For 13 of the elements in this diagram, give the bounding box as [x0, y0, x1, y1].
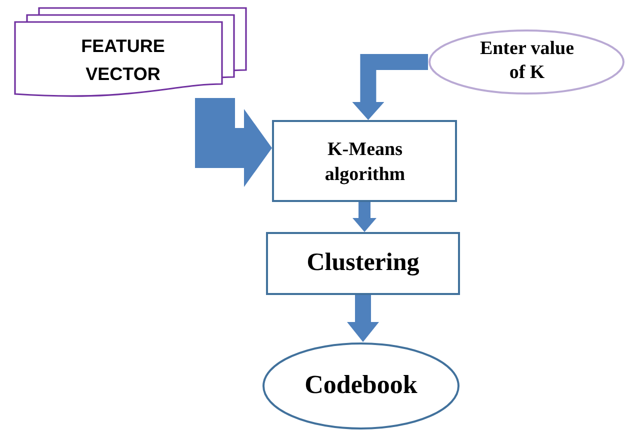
input-ellipse	[428, 29, 625, 95]
process-box	[272, 120, 457, 202]
node-label: Enter value of K	[478, 37, 576, 85]
block-arrow	[347, 295, 379, 342]
node-label: Codebook	[304, 369, 418, 401]
node-label: Clustering	[306, 248, 420, 278]
output-ellipse	[262, 342, 460, 430]
node-label: K-Means algorithm	[324, 138, 406, 187]
block-arrow	[352, 54, 428, 120]
node-label: FEATURE VECTOR	[80, 35, 166, 86]
process-box	[266, 232, 460, 295]
block-arrow	[195, 98, 272, 187]
block-arrow	[352, 202, 376, 232]
